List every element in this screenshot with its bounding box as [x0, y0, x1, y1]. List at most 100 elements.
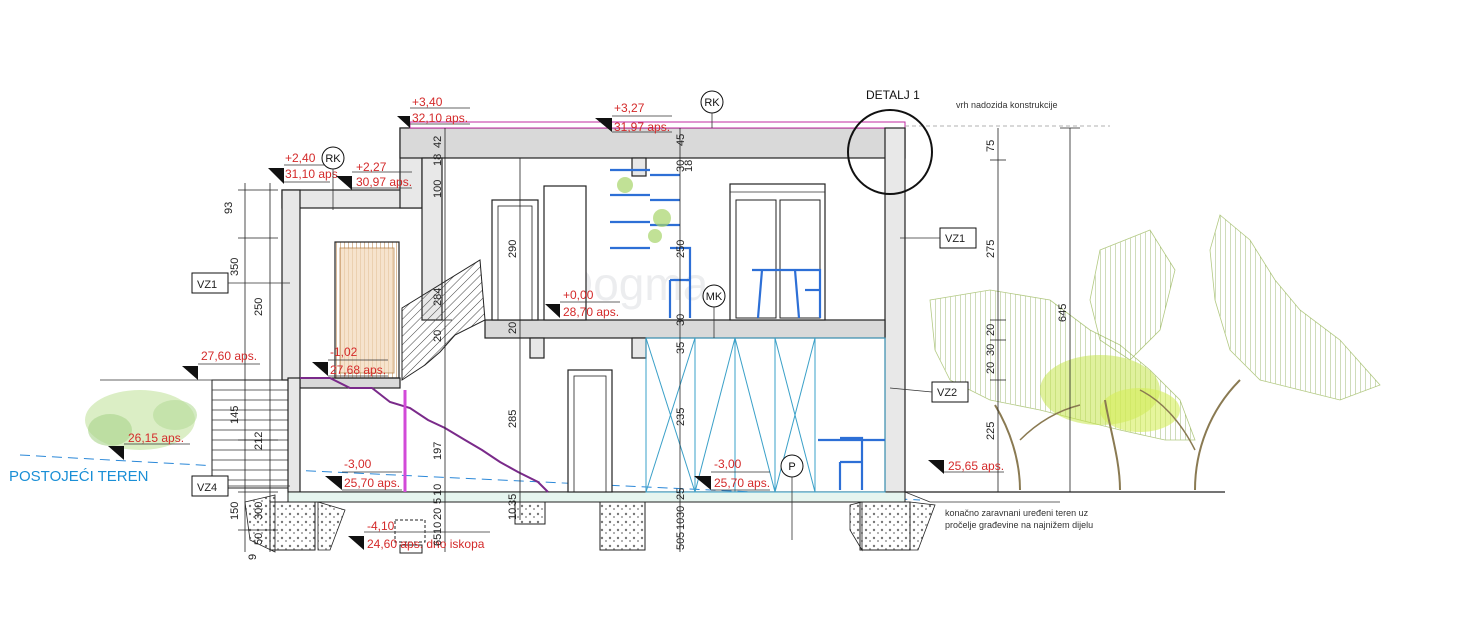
elev-abs-11: 25,65 aps. — [948, 459, 1004, 473]
svg-text:93: 93 — [223, 202, 235, 214]
elev-abs-5: 28,70 aps. — [563, 305, 619, 319]
svg-text:20: 20 — [985, 362, 997, 374]
elevation-7: -1,02 27,68 aps. — [312, 345, 388, 377]
svg-text:225: 225 — [985, 422, 997, 440]
svg-text:P: P — [788, 461, 795, 473]
annotation-top: vrh nadozida konstrukcije — [956, 100, 1058, 110]
dimension-lines — [238, 125, 1110, 552]
elevation-1: +3,40 32,10 aps. — [397, 95, 470, 128]
elevation-3: +2,40 31,10 aps. — [268, 151, 341, 184]
svg-text:VZ1: VZ1 — [197, 279, 217, 291]
svg-text:42: 42 — [432, 136, 444, 148]
svg-text:235: 235 — [675, 408, 687, 426]
svg-text:5: 5 — [432, 498, 444, 504]
elevation-5: +0,00 28,70 aps. — [545, 288, 620, 319]
svg-text:35: 35 — [507, 494, 519, 506]
svg-text:5: 5 — [675, 532, 687, 538]
detail-circle: DETALJ 1 vrh nadozida konstrukcije — [847, 88, 1058, 195]
svg-text:250: 250 — [253, 298, 265, 316]
elev-rel-3: +2,40 — [285, 151, 316, 165]
svg-text:35: 35 — [675, 342, 687, 354]
elev-abs-4: 30,97 aps. — [356, 175, 412, 189]
elev-rel-1: +3,40 — [412, 95, 443, 109]
elev-rel-9: -3,00 — [344, 457, 372, 471]
svg-text:20: 20 — [432, 330, 444, 342]
elev-abs-7: 27,68 aps. — [330, 363, 386, 377]
svg-text:30: 30 — [675, 506, 687, 518]
svg-text:197: 197 — [432, 442, 444, 460]
detail-title: DETALJ 1 — [866, 88, 920, 102]
svg-text:145: 145 — [229, 406, 241, 424]
terrain-label: POSTOJEĆI TEREN — [9, 468, 148, 485]
svg-text:VZ1: VZ1 — [945, 233, 965, 245]
svg-text:RK: RK — [325, 153, 341, 165]
elevation-6: 27,60 aps. — [182, 349, 260, 380]
circle-tags: RK RK MK P — [321, 90, 804, 540]
ground-annotation-1: konačno zaravnani uređeni teren uz — [945, 508, 1089, 518]
svg-text:18: 18 — [683, 160, 695, 172]
svg-text:290: 290 — [507, 240, 519, 258]
elevation-10: -3,00 25,70 aps. — [694, 457, 770, 491]
svg-text:250: 250 — [675, 240, 687, 258]
elev-rel-10: -3,00 — [714, 457, 742, 471]
wall-type-vz1-left: VZ1 — [191, 272, 290, 294]
svg-text:30: 30 — [675, 314, 687, 326]
elev-rel-4: +2,27 — [356, 160, 387, 174]
svg-text:284: 284 — [432, 288, 444, 306]
elev-abs-9: 25,70 aps. — [344, 476, 400, 490]
svg-text:10: 10 — [432, 522, 444, 534]
door-wood — [334, 241, 400, 379]
svg-text:285: 285 — [507, 410, 519, 428]
svg-text:50: 50 — [675, 538, 687, 550]
elev-abs-8: 26,15 aps. — [128, 431, 184, 445]
svg-text:65: 65 — [432, 534, 444, 546]
window-top — [729, 183, 826, 321]
elev-abs-1: 32,10 aps. — [412, 111, 468, 125]
wall-type-labels: VZ1 VZ1 VZ2 VZ4 — [191, 227, 977, 497]
elev-abs-6: 27,60 aps. — [201, 349, 257, 363]
elev-rel-5: +0,00 — [563, 288, 594, 302]
elev-rel-12: -4,10 — [367, 519, 395, 533]
svg-text:9: 9 — [247, 554, 259, 560]
svg-text:275: 275 — [985, 240, 997, 258]
elevation-markers: +3,40 32,10 aps. +3,27 31,97 aps. +2,40 … — [108, 95, 1004, 551]
svg-text:30: 30 — [985, 344, 997, 356]
building-section — [244, 121, 936, 554]
elev-abs-10: 25,70 aps. — [714, 476, 770, 490]
svg-text:10: 10 — [675, 518, 687, 530]
elev-rel-7: -1,02 — [330, 345, 358, 359]
svg-text:45: 45 — [675, 134, 687, 146]
svg-text:MK: MK — [706, 291, 723, 303]
tag-rk-2: RK — [700, 90, 724, 128]
elevation-9: -3,00 25,70 aps. — [325, 457, 402, 491]
svg-text:150: 150 — [229, 502, 241, 520]
elevation-2: +3,27 31,97 aps. — [595, 101, 672, 134]
elev-abs-2: 31,97 aps. — [614, 120, 670, 134]
svg-text:10: 10 — [507, 508, 519, 520]
doors-interior — [491, 185, 613, 493]
svg-text:645: 645 — [1057, 304, 1069, 322]
elev-abs-3: 31,10 aps. — [285, 167, 341, 181]
svg-text:20: 20 — [432, 508, 444, 520]
elevation-11: 25,65 aps. — [928, 459, 1004, 474]
tag-rk-1: RK — [321, 146, 345, 210]
svg-text:10: 10 — [432, 484, 444, 496]
svg-text:350: 350 — [229, 258, 241, 276]
elev-abs-12: 24,60 aps. dno iskopa — [367, 537, 485, 551]
elevation-12: -4,10 24,60 aps. dno iskopa — [348, 519, 490, 551]
elev-rel-2: +3,27 — [614, 101, 645, 115]
svg-text:20: 20 — [985, 324, 997, 336]
svg-text:VZ4: VZ4 — [197, 482, 217, 494]
svg-text:25: 25 — [675, 488, 687, 500]
elevation-8: 26,15 aps. — [108, 431, 190, 460]
trees — [929, 214, 1381, 491]
wall-type-vz2: VZ2 — [889, 381, 969, 403]
dimension-texts: 93 350 250 145 212 150 300 50 9 42 18 10… — [223, 134, 1069, 560]
svg-text:100: 100 — [432, 180, 444, 198]
furniture — [610, 168, 885, 490]
svg-text:300: 300 — [253, 502, 265, 520]
svg-text:RK: RK — [704, 97, 720, 109]
shrub — [85, 390, 197, 450]
svg-text:30: 30 — [675, 160, 687, 172]
